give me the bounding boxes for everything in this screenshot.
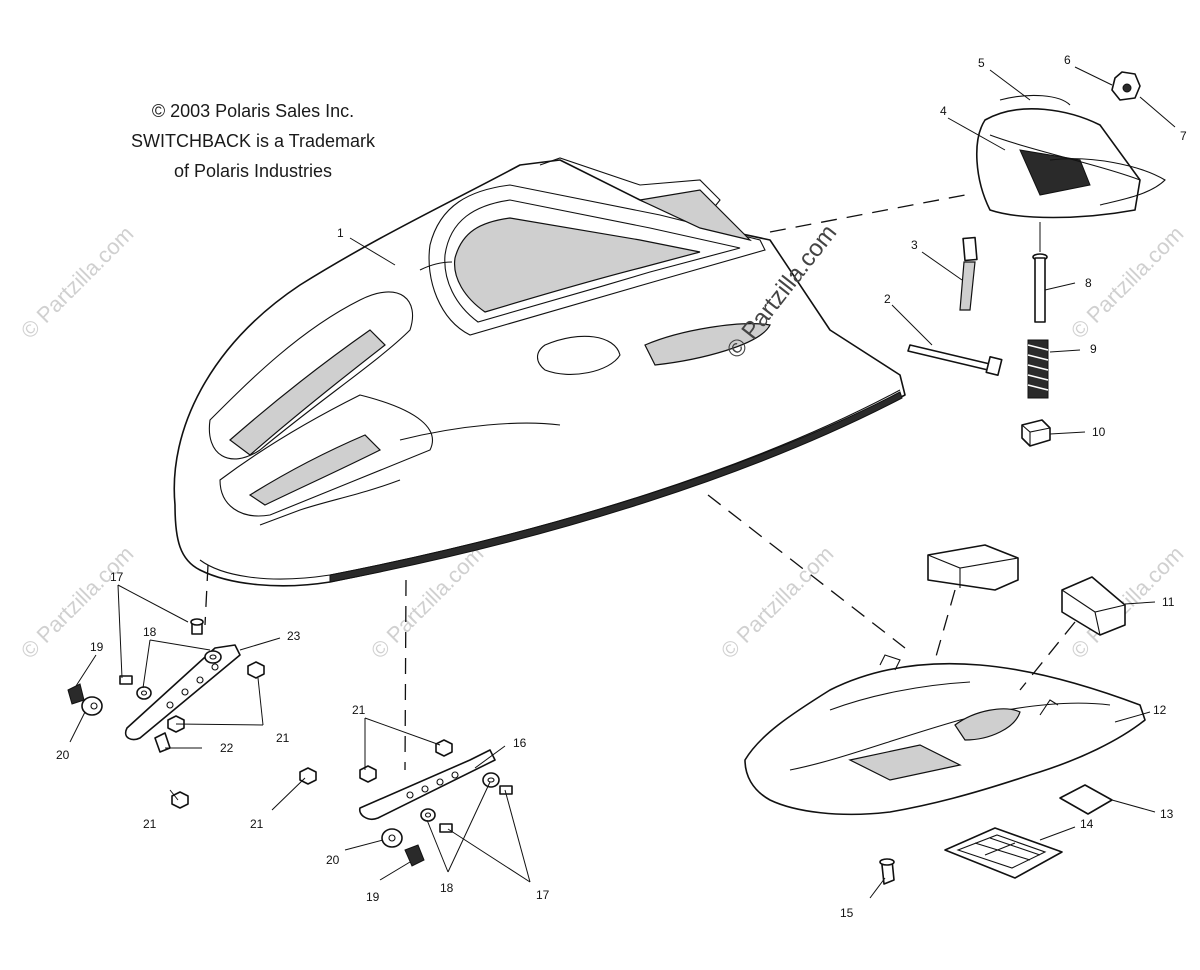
callout-numbers: 1 2 3 4 5 6 7 8 9 10 11 12 13 14 15 16 1… [56,53,1187,920]
nut-part[interactable] [359,765,377,783]
foam-block-part[interactable] [927,544,1019,591]
callout-12: 12 [1153,703,1167,717]
bolt-part[interactable] [119,675,133,685]
callout-23: 23 [287,629,301,643]
windshield-part[interactable] [976,94,1166,219]
bushing-part[interactable] [381,828,403,848]
watermark-text: © Partzilla.com [16,541,139,664]
assembly-lines [204,194,1076,771]
clip-part[interactable] [154,732,171,753]
belly-pan-part[interactable] [744,654,1146,816]
knob-part[interactable] [1111,71,1141,101]
clamp-knob-part[interactable] [404,844,425,867]
callout-19: 19 [90,640,104,654]
spring-part[interactable] [1027,339,1049,399]
callout-13: 13 [1160,807,1174,821]
callout-16: 16 [513,736,527,750]
callout-20: 20 [326,853,340,867]
nut-part[interactable] [299,767,317,785]
rod-part[interactable] [907,344,1003,377]
callout-9: 9 [1090,342,1097,356]
callout-1: 1 [337,226,344,240]
bolt-part[interactable] [439,823,453,833]
callout-21: 21 [143,817,157,831]
callout-14: 14 [1080,817,1094,831]
pin-part[interactable] [1032,253,1048,323]
washer-part[interactable] [420,808,436,822]
callout-21: 21 [352,703,366,717]
left-bracket-part[interactable] [124,644,241,741]
clamp-knob-part[interactable] [67,683,85,705]
foam-block-part[interactable] [1061,576,1126,636]
watermark-text: © Partzilla.com [716,541,839,664]
callout-18: 18 [440,881,454,895]
nut-part[interactable] [247,661,265,679]
callout-17: 17 [536,888,550,902]
leader-lines [69,66,1176,899]
copyright-line: © 2003 Polaris Sales Inc. [151,101,355,121]
callout-5: 5 [978,56,985,70]
washer-part[interactable] [482,772,500,788]
callout-18: 18 [143,625,157,639]
callout-6: 6 [1064,53,1071,67]
callout-22: 22 [220,741,234,755]
nut-part[interactable] [171,791,189,809]
screw-part[interactable] [879,858,895,885]
callout-20: 20 [56,748,70,762]
bushing-part[interactable] [81,696,103,716]
nut-part[interactable] [435,739,453,757]
callout-19: 19 [366,890,380,904]
watermark-text: © Partzilla.com [16,221,139,344]
callout-8: 8 [1085,276,1092,290]
callout-21: 21 [250,817,264,831]
callout-2: 2 [884,292,891,306]
callout-4: 4 [940,104,947,118]
callout-11: 11 [1162,595,1175,609]
callout-21: 21 [276,731,290,745]
washer-part[interactable] [204,650,222,664]
cable-tie-part[interactable] [959,236,978,311]
right-bracket-part[interactable] [358,749,496,820]
callout-7: 7 [1180,129,1187,143]
decal-part[interactable] [1059,784,1113,815]
bushing-part[interactable] [1021,419,1051,447]
bolt-part[interactable] [190,618,204,635]
screen-part[interactable] [944,827,1063,879]
callout-15: 15 [840,906,854,920]
callout-10: 10 [1092,425,1106,439]
hood-part[interactable] [173,157,906,587]
hardware-parts [67,618,513,867]
callout-17: 17 [110,570,124,584]
trademark-owner-line: of Polaris Industries [173,161,333,181]
trademark-line: SWITCHBACK is a Trademark [130,131,376,151]
washer-part[interactable] [136,686,152,700]
copyright-notice: © 2003 Polaris Sales Inc. SWITCHBACK is … [108,96,398,186]
callout-3: 3 [911,238,918,252]
